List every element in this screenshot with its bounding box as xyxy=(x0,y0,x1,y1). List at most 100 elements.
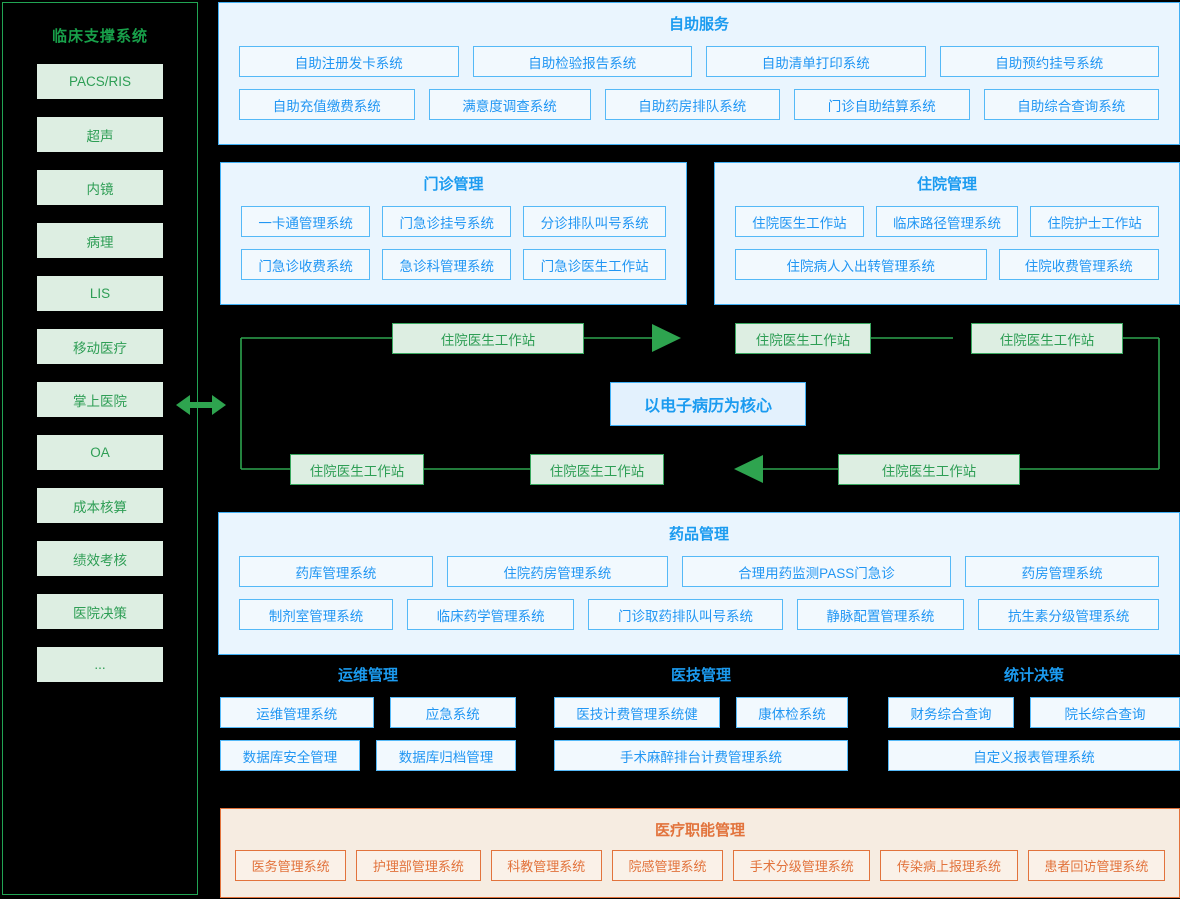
sidebar-item-label: LIS xyxy=(89,286,111,301)
module-inpatient-doctor-station[interactable]: 住院医生工作站 xyxy=(735,206,864,237)
sidebar-item-label: 内镜 xyxy=(86,181,114,197)
module-clinical-pathway[interactable]: 临床路径管理系统 xyxy=(875,206,1019,237)
module-self-recharge[interactable]: 自助充值缴费系统 xyxy=(239,89,415,120)
module-outpatient-doctor-station[interactable]: 门急诊医生工作站 xyxy=(523,249,667,280)
module-self-bill-print[interactable]: 自助清单打印系统 xyxy=(706,46,926,77)
outpatient-title: 门诊管理 xyxy=(423,176,484,193)
emr-core-label: 以电子病历为核心 xyxy=(610,382,806,426)
module-anesthesia-scheduling[interactable]: 手术麻醉排台计费管理系统 xyxy=(554,740,848,771)
sidebar-item-label: 移动医疗 xyxy=(73,340,127,356)
double-arrow-icon xyxy=(176,395,226,415)
drug-management-panel: 药品管理 药库管理系统 住院药房管理系统 合理用药监测PASS门急诊 药房管理系… xyxy=(218,512,1180,655)
outpatient-row-1: 一卡通管理系统 门急诊挂号系统 分诊排队叫号系统 xyxy=(221,206,686,237)
stat-column: 统计决策 财务综合查询 院长综合查询 自定义报表管理系统 xyxy=(888,664,1180,771)
emr-node-bottom-mid[interactable]: 住院医生工作站 xyxy=(530,454,664,485)
drug-management-title: 药品管理 xyxy=(668,526,729,543)
module-self-query[interactable]: 自助综合查询系统 xyxy=(983,89,1159,120)
sidebar-item-lis[interactable]: LIS xyxy=(37,276,163,311)
sidebar-item-ultrasound[interactable]: 超声 xyxy=(37,117,163,152)
emr-node-bottom-right[interactable]: 住院医生工作站 xyxy=(838,454,1020,485)
sidebar-item-endoscopy[interactable]: 内镜 xyxy=(37,170,163,205)
sidebar-item-oa[interactable]: OA xyxy=(37,435,163,470)
module-tech-billing[interactable]: 医技计费管理系统健 xyxy=(554,697,720,728)
medical-function-panel: 医疗职能管理 医务管理系统 护理部管理系统 科教管理系统 院感管理系统 手术分级… xyxy=(220,808,1180,898)
module-satisfaction-survey[interactable]: 满意度调查系统 xyxy=(428,89,591,120)
module-nursing-dept[interactable]: 护理部管理系统 xyxy=(356,850,481,881)
module-surgery-grading[interactable]: 手术分级管理系统 xyxy=(733,850,871,881)
ops-row-2: 数据库安全管理 数据库归档管理 xyxy=(220,740,516,771)
sidebar-item-pacs-ris[interactable]: PACS/RIS xyxy=(37,64,163,99)
tech-row-2: 手术麻醉排台计费管理系统 xyxy=(554,740,848,771)
sidebar-item-list: PACS/RIS 超声 内镜 病理 LIS 移动医疗 掌上医院 OA 成本核算 … xyxy=(3,64,197,682)
module-health-checkup[interactable]: 康体检系统 xyxy=(736,697,848,728)
emr-node-bottom-left[interactable]: 住院医生工作站 xyxy=(290,454,424,485)
module-self-register-card[interactable]: 自助注册发卡系统 xyxy=(239,46,459,77)
module-finance-query[interactable]: 财务综合查询 xyxy=(888,697,1014,728)
module-education-research[interactable]: 科教管理系统 xyxy=(490,850,602,881)
module-pharmacy-management[interactable]: 药房管理系统 xyxy=(965,556,1160,587)
tech-title: 医技管理 xyxy=(670,667,731,684)
sidebar-item-palm-hospital[interactable]: 掌上医院 xyxy=(37,382,163,417)
module-outpatient-self-settle[interactable]: 门诊自助结算系统 xyxy=(794,89,970,120)
sidebar-item-performance[interactable]: 绩效考核 xyxy=(37,541,163,576)
module-drug-warehouse[interactable]: 药库管理系统 xyxy=(239,556,433,587)
module-director-query[interactable]: 院长综合查询 xyxy=(1030,697,1180,728)
sidebar-item-more[interactable]: ... xyxy=(37,647,163,682)
module-pass-monitor[interactable]: 合理用药监测PASS门急诊 xyxy=(681,556,952,587)
self-service-panel: 自助服务 自助注册发卡系统 自助检验报告系统 自助清单打印系统 自助预约挂号系统… xyxy=(218,2,1180,145)
tech-column: 医技管理 医技计费管理系统健 康体检系统 手术麻醉排台计费管理系统 xyxy=(554,664,848,771)
sidebar-item-label: 绩效考核 xyxy=(73,552,127,568)
module-ops-system[interactable]: 运维管理系统 xyxy=(220,697,374,728)
inpatient-panel: 住院管理 住院医生工作站 临床路径管理系统 住院护士工作站 住院病人入出转管理系… xyxy=(714,162,1180,305)
stat-row-1: 财务综合查询 院长综合查询 xyxy=(888,697,1180,728)
sidebar-title: 临床支撑系统 xyxy=(51,28,148,45)
sidebar-item-label: PACS/RIS xyxy=(68,74,131,89)
inpatient-row-2: 住院病人入出转管理系统 住院收费管理系统 xyxy=(715,249,1179,280)
module-infection-control[interactable]: 院感管理系统 xyxy=(611,850,724,881)
emr-node-top-left[interactable]: 住院医生工作站 xyxy=(392,323,584,354)
module-db-security[interactable]: 数据库安全管理 xyxy=(220,740,360,771)
module-medical-affairs[interactable]: 医务管理系统 xyxy=(235,850,347,881)
medical-function-title: 医疗职能管理 xyxy=(654,822,745,839)
inpatient-title: 住院管理 xyxy=(916,176,977,193)
sidebar-item-hospital-decision[interactable]: 医院决策 xyxy=(37,594,163,629)
module-custom-report[interactable]: 自定义报表管理系统 xyxy=(888,740,1180,771)
module-inpatient-pharmacy[interactable]: 住院药房管理系统 xyxy=(446,556,668,587)
module-antibiotic-grading[interactable]: 抗生素分级管理系统 xyxy=(978,599,1160,630)
module-inpatient-transfer[interactable]: 住院病人入出转管理系统 xyxy=(735,249,987,280)
module-self-lab-report[interactable]: 自助检验报告系统 xyxy=(472,46,692,77)
module-preparation-room[interactable]: 制剂室管理系统 xyxy=(239,599,393,630)
module-self-pharmacy-queue[interactable]: 自助药房排队系统 xyxy=(604,89,780,120)
clinical-support-sidebar: 临床支撑系统 PACS/RIS 超声 内镜 病理 LIS 移动医疗 掌上医院 O… xyxy=(2,2,198,895)
module-outpatient-registration[interactable]: 门急诊挂号系统 xyxy=(382,206,512,237)
module-self-appointment[interactable]: 自助预约挂号系统 xyxy=(939,46,1159,77)
module-emergency-system[interactable]: 应急系统 xyxy=(389,697,516,728)
stat-title: 统计决策 xyxy=(1003,667,1064,684)
emr-node-top-mid[interactable]: 住院医生工作站 xyxy=(735,323,871,354)
sidebar-item-mobile-medical[interactable]: 移动医疗 xyxy=(37,329,163,364)
module-iv-compounding[interactable]: 静脉配置管理系统 xyxy=(796,599,965,630)
module-patient-followup[interactable]: 患者回访管理系统 xyxy=(1027,850,1165,881)
stat-row-2: 自定义报表管理系统 xyxy=(888,740,1180,771)
sidebar-item-pathology[interactable]: 病理 xyxy=(37,223,163,258)
self-service-row-2: 自助充值缴费系统 满意度调查系统 自助药房排队系统 门诊自助结算系统 自助综合查… xyxy=(219,89,1179,120)
module-outpatient-charging[interactable]: 门急诊收费系统 xyxy=(241,249,371,280)
outpatient-panel: 门诊管理 一卡通管理系统 门急诊挂号系统 分诊排队叫号系统 门急诊收费系统 急诊… xyxy=(220,162,687,305)
module-triage-queue[interactable]: 分诊排队叫号系统 xyxy=(523,206,667,237)
module-infectious-disease-report[interactable]: 传染病上报理系统 xyxy=(880,850,1018,881)
module-inpatient-charging[interactable]: 住院收费管理系统 xyxy=(998,249,1159,280)
module-inpatient-nurse-station[interactable]: 住院护士工作站 xyxy=(1030,206,1159,237)
module-db-archive[interactable]: 数据库归档管理 xyxy=(376,740,516,771)
emr-node-top-right[interactable]: 住院医生工作站 xyxy=(971,323,1123,354)
sidebar-item-label: 掌上医院 xyxy=(73,393,127,409)
outpatient-row-2: 门急诊收费系统 急诊科管理系统 门急诊医生工作站 xyxy=(221,249,686,280)
medical-function-row-1: 医务管理系统 护理部管理系统 科教管理系统 院感管理系统 手术分级管理系统 传染… xyxy=(221,850,1179,881)
module-drug-pickup-queue[interactable]: 门诊取药排队叫号系统 xyxy=(588,599,783,630)
module-clinical-pharmacy[interactable]: 临床药学管理系统 xyxy=(406,599,575,630)
sidebar-item-cost-accounting[interactable]: 成本核算 xyxy=(37,488,163,523)
module-one-card[interactable]: 一卡通管理系统 xyxy=(241,206,371,237)
sidebar-item-label: 病理 xyxy=(86,234,114,250)
module-emergency-dept[interactable]: 急诊科管理系统 xyxy=(382,249,512,280)
ops-row-1: 运维管理系统 应急系统 xyxy=(220,697,516,728)
sidebar-item-label: OA xyxy=(90,445,110,460)
